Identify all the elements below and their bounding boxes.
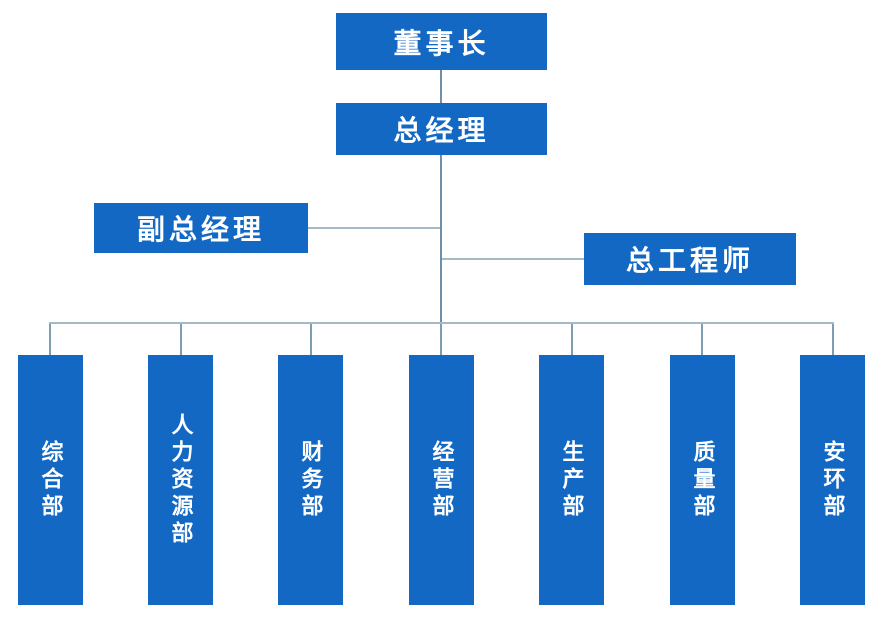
node-dept-safety-environment-label: 安环部 [820, 439, 846, 521]
connector-stub-human-resources [180, 324, 182, 355]
connector-chief-engineer-branch [442, 258, 584, 260]
node-dept-human-resources-label: 人力资源部 [168, 412, 194, 548]
connector-stub-production [571, 324, 573, 355]
node-chief-engineer-label: 总工程师 [625, 245, 754, 276]
node-dept-quality: 质量部 [670, 355, 735, 605]
node-dept-operations-label: 经营部 [429, 439, 455, 521]
node-dept-safety-environment: 安环部 [800, 355, 865, 605]
node-dept-production-label: 生产部 [559, 439, 585, 521]
connector-chairman-to-gm [440, 70, 442, 103]
connector-stub-general-affairs [49, 324, 51, 355]
connector-gm-spine [440, 155, 442, 324]
connector-deputy-gm-branch [308, 227, 440, 229]
node-general-manager: 总经理 [336, 103, 547, 155]
node-dept-finance-label: 财务部 [298, 439, 324, 521]
node-dept-general-affairs-label: 综合部 [38, 439, 64, 521]
connector-stub-safety-environment [832, 324, 834, 355]
node-dept-finance: 财务部 [278, 355, 343, 605]
node-dept-operations: 经营部 [409, 355, 474, 605]
connector-departments-bar [49, 322, 834, 324]
node-deputy-general-manager-label: 副总经理 [136, 214, 265, 245]
node-general-manager-label: 总经理 [393, 115, 490, 146]
node-deputy-general-manager: 副总经理 [94, 203, 308, 253]
connector-stub-finance [310, 324, 312, 355]
node-dept-general-affairs: 综合部 [18, 355, 83, 605]
node-chairman-label: 董事长 [393, 27, 490, 59]
node-chairman: 董事长 [336, 13, 547, 70]
connector-stub-operations [440, 324, 442, 355]
node-dept-production: 生产部 [539, 355, 604, 605]
node-chief-engineer: 总工程师 [584, 233, 796, 285]
node-dept-human-resources: 人力资源部 [148, 355, 213, 605]
connector-stub-quality [701, 324, 703, 355]
node-dept-quality-label: 质量部 [690, 439, 716, 521]
